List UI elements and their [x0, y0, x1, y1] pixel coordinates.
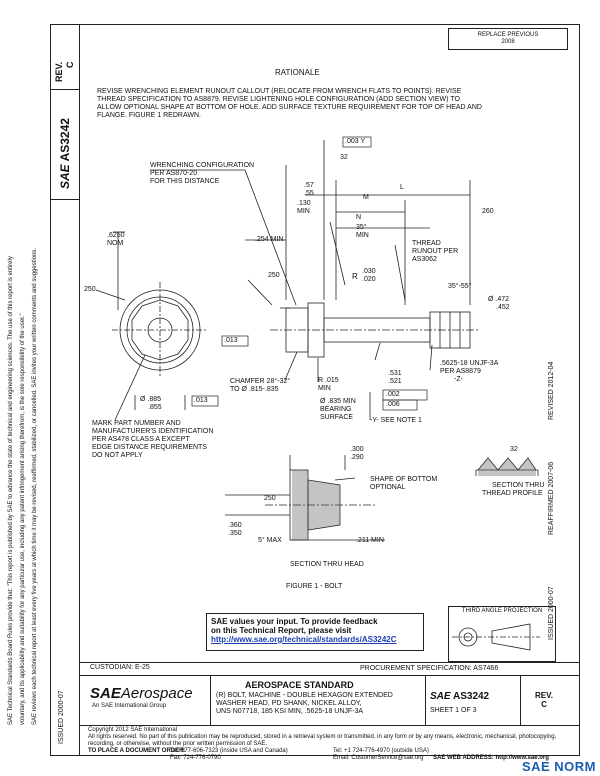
title-rev: REV.C	[535, 691, 553, 709]
dim-360: .360.350	[228, 522, 242, 537]
dim-013-upper: .013	[224, 337, 238, 344]
footer: Copyright 2012 SAE International All rig…	[88, 727, 557, 761]
dim-002: .002	[386, 391, 400, 398]
dim-35: 35°MIN	[356, 224, 369, 239]
rev-box: REV. C	[50, 24, 79, 90]
header-column: REV. C SAE AS3242 ISSUED 2000-07	[50, 24, 80, 756]
dim-211: .211 MIN	[356, 537, 384, 544]
section-head-body	[307, 479, 341, 531]
dim-57-55: .57.55	[304, 182, 314, 197]
dim-250-endview: 250	[84, 286, 96, 293]
feedback-box: SAE values your input. To provide feedba…	[206, 613, 424, 651]
custodian: CUSTODIAN: E-25	[90, 664, 150, 671]
feedback-line2: on this Technical Report, please visit	[211, 626, 352, 635]
dim-003: .003 Y	[345, 138, 366, 145]
section-thru-head-label: SECTION THRU HEAD	[290, 561, 364, 568]
dim-013-lower: .013	[194, 397, 208, 404]
feedback-link[interactable]: http://www.sae.org/technical/standards/A…	[211, 635, 397, 644]
dim-250-section: 250	[264, 495, 276, 502]
dim-472: Ø .472.452	[488, 296, 510, 311]
sae-norm-watermark: SAE NORM	[521, 759, 596, 774]
previous-doc-box: REPLACE PREVIOUS 2008	[448, 28, 568, 50]
chamfer-label: CHAMFER 28°-32°TO Ø .815-.835	[230, 378, 291, 393]
wrench-config-label: WRENCHING CONFIGURATION PER AS870-20 FOR…	[150, 162, 255, 185]
dim-35-55: 35°-55°	[448, 283, 472, 290]
sae-aerospace-logo: SAEAerospace An SAE International Group	[90, 685, 193, 709]
third-angle-label: THIRD ANGLE PROJECTION	[461, 608, 543, 614]
see-note: -Y- SEE NOTE 1	[370, 417, 422, 424]
dim-m: M	[363, 194, 369, 201]
feedback-line1: SAE values your input. To provide feedba…	[211, 617, 378, 626]
dim-885: Ø .885.855	[140, 396, 162, 411]
dim-250-head: 250	[268, 272, 280, 279]
dim-r: R	[352, 272, 358, 281]
part-description: (R) BOLT, MACHINE - DOUBLE HEXAGON EXTEN…	[216, 692, 393, 715]
dim-531: .531.521	[388, 370, 402, 385]
dim-260: 260	[482, 208, 494, 215]
thread-profile	[477, 457, 537, 471]
page-frame	[50, 24, 580, 756]
title-block: CUSTODIAN: E-25 PROCUREMENT SPECIFICATIO…	[80, 662, 580, 757]
dim-5max: 5° MAX	[258, 537, 282, 544]
dim-32-thread: 32	[510, 446, 518, 453]
third-angle-box: THIRD ANGLE PROJECTION	[448, 606, 556, 662]
dim-254: .254 MIN	[255, 236, 284, 243]
rationale-text: REVISE WRENCHING ELEMENT RUNOUT CALLOUT …	[97, 88, 482, 119]
dim-l: L	[400, 184, 404, 191]
dim-32-top: 32	[340, 154, 348, 161]
title-doc-number: SAE AS3242	[430, 691, 490, 702]
dim-006: .006	[386, 401, 400, 408]
dim-n: N	[356, 214, 362, 221]
figure-caption: FIGURE 1 - BOLT	[286, 583, 343, 590]
sheet-number: SHEET 1 OF 3	[430, 707, 477, 714]
dim-r030: .030.020	[362, 268, 376, 283]
standard-title: AEROSPACE STANDARD	[245, 680, 354, 690]
procurement-spec: PROCUREMENT SPECIFICATION: AS7466	[360, 665, 499, 672]
dim-300: .300.290	[350, 446, 364, 461]
doc-number-box: SAE AS3242	[50, 89, 79, 200]
rationale-title: RATIONALE	[275, 68, 320, 77]
